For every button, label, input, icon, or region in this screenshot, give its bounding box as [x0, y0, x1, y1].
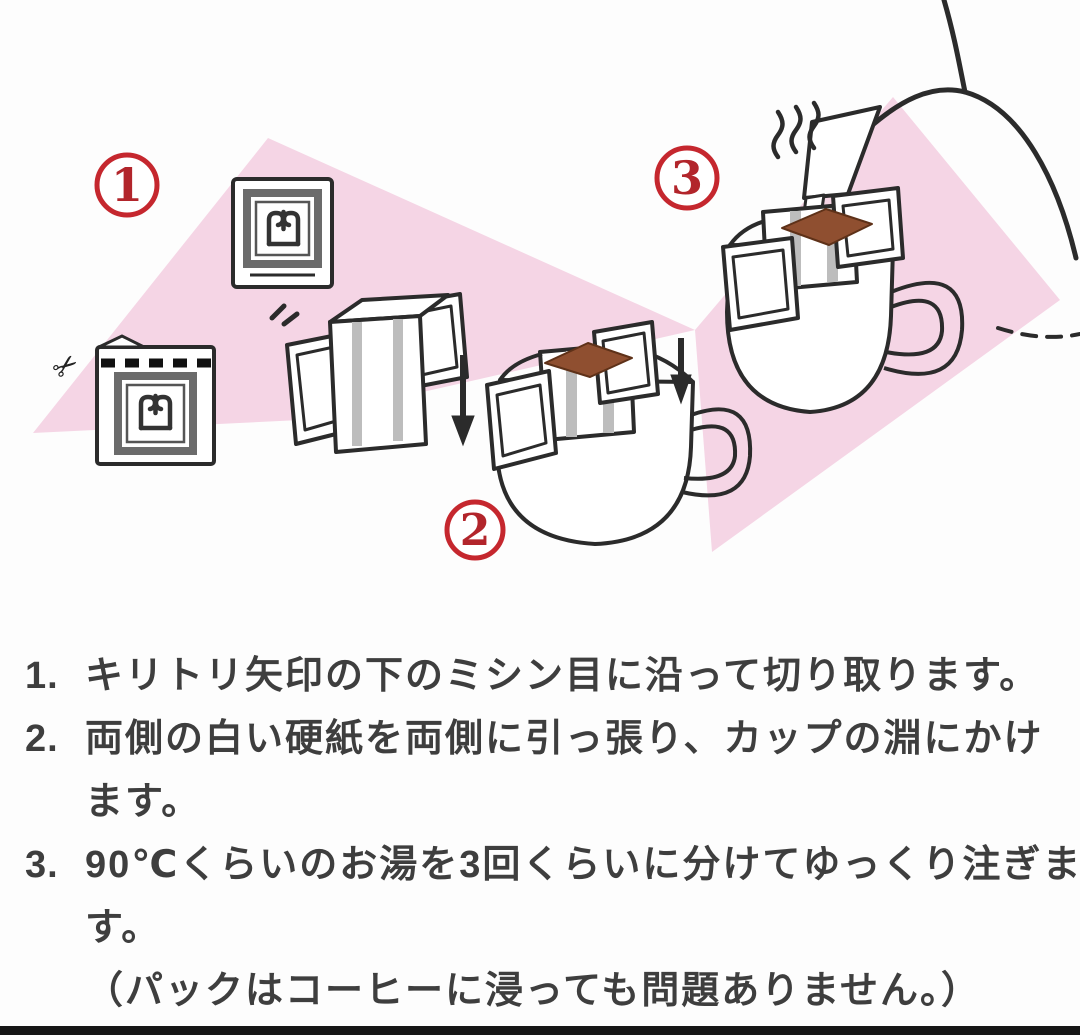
- instruction-line: 1.キリトリ矢印の下のミシン目に沿って切り取ります。: [25, 645, 1039, 707]
- coffee-cup-step2: [485, 320, 753, 546]
- instruction-line: 3.90℃くらいのお湯を3回くらいに分けてゆっくり注ぎま: [25, 834, 1080, 896]
- instruction-line: 2.両側の白い硬紙を両側に引っ張り、カップの淵にかけ: [25, 708, 1043, 770]
- svg-text:1: 1: [111, 158, 143, 212]
- drip-pack-top: [231, 177, 334, 289]
- svg-text:2: 2: [460, 505, 491, 556]
- instruction-diagram: ✂ 1: [33, 0, 1080, 561]
- svg-text:3: 3: [671, 151, 703, 205]
- instruction-line: す。: [85, 907, 162, 949]
- steam-icon: [771, 100, 821, 160]
- bottom-edge-bar: [0, 1026, 1080, 1035]
- step1-marker: 1: [94, 152, 160, 218]
- step3-marker: 3: [654, 145, 720, 211]
- list-number: 3.: [25, 844, 59, 886]
- list-number: 2.: [25, 718, 59, 760]
- down-arrow-icon: [670, 338, 692, 405]
- drip-pack-cut: [95, 334, 216, 466]
- drip-bag-opened: [285, 292, 469, 454]
- tear-marks: [269, 303, 300, 327]
- step2-marker: 2: [444, 499, 506, 561]
- instruction-line: （パックはコーヒーに浸っても問題ありません。）: [85, 970, 982, 1012]
- down-arrow-icon: [451, 355, 475, 447]
- coffee-grounds: [781, 208, 873, 246]
- coffee-grounds: [544, 342, 633, 378]
- step-markers: 1 2 3: [94, 145, 720, 561]
- instruction-line: ます。: [85, 781, 202, 823]
- coffee-cup-step3: [721, 186, 965, 414]
- list-number: 1.: [25, 655, 59, 697]
